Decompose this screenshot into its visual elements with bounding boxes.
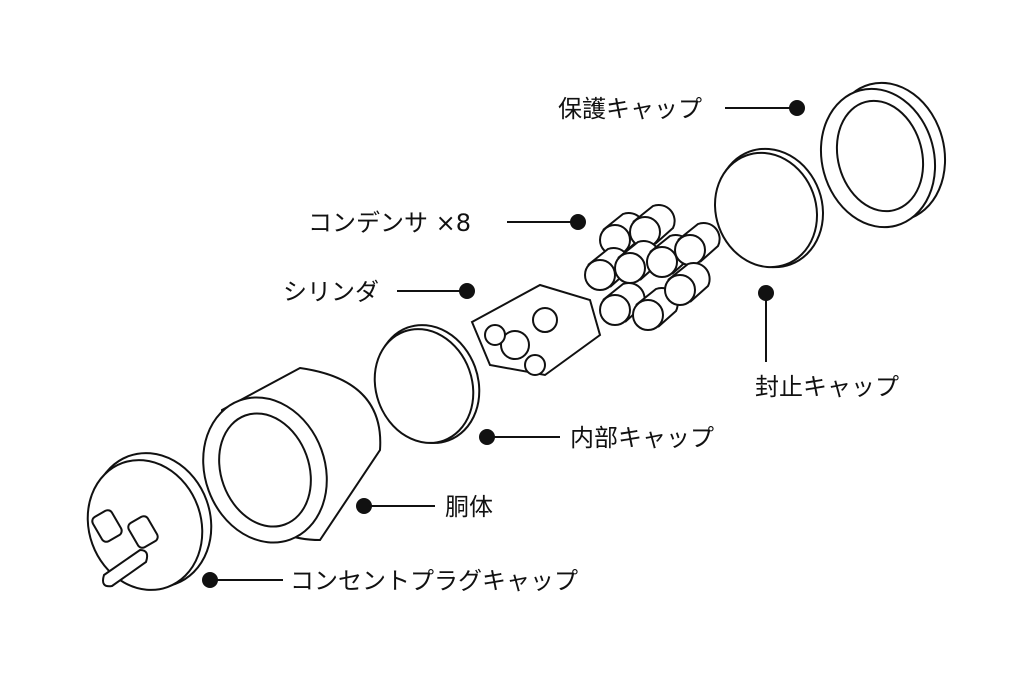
capacitor-end — [664, 274, 696, 306]
label-capacitor: コンデンサ ×8 — [308, 209, 471, 237]
callout-inner-cap: 内部キャップ — [479, 424, 714, 452]
plug-cap-part — [86, 452, 213, 591]
capacitor-end — [632, 299, 664, 331]
capacitor-end — [646, 246, 678, 278]
callout-capacitor: コンデンサ ×8 — [308, 209, 586, 237]
label-protective-cap: 保護キャップ — [558, 95, 702, 123]
sealing-cap-part — [713, 147, 824, 269]
label-body: 胴体 — [445, 493, 493, 521]
callout-cylinder: シリンダ — [283, 278, 475, 306]
callout-plug-cap: コンセントプラグキャップ — [202, 567, 578, 595]
capacitor-part — [584, 203, 721, 331]
inner-cap-part — [373, 324, 481, 444]
callout-sealing-cap: 封止キャップ — [755, 285, 899, 401]
label-plug-cap: コンセントプラグキャップ — [290, 567, 578, 595]
protective-cap-part — [819, 81, 947, 229]
callout-body: 胴体 — [356, 493, 493, 521]
body-part — [202, 366, 382, 544]
label-inner-cap: 内部キャップ — [570, 424, 714, 452]
label-sealing-cap: 封止キャップ — [755, 373, 899, 401]
label-cylinder: シリンダ — [283, 278, 379, 306]
capacitor-end — [674, 234, 706, 266]
capacitor-end — [584, 259, 616, 291]
cylinder-part — [470, 283, 602, 377]
callout-protective-cap: 保護キャップ — [558, 95, 805, 123]
capacitor-end — [614, 252, 646, 284]
capacitor-end — [599, 294, 631, 326]
